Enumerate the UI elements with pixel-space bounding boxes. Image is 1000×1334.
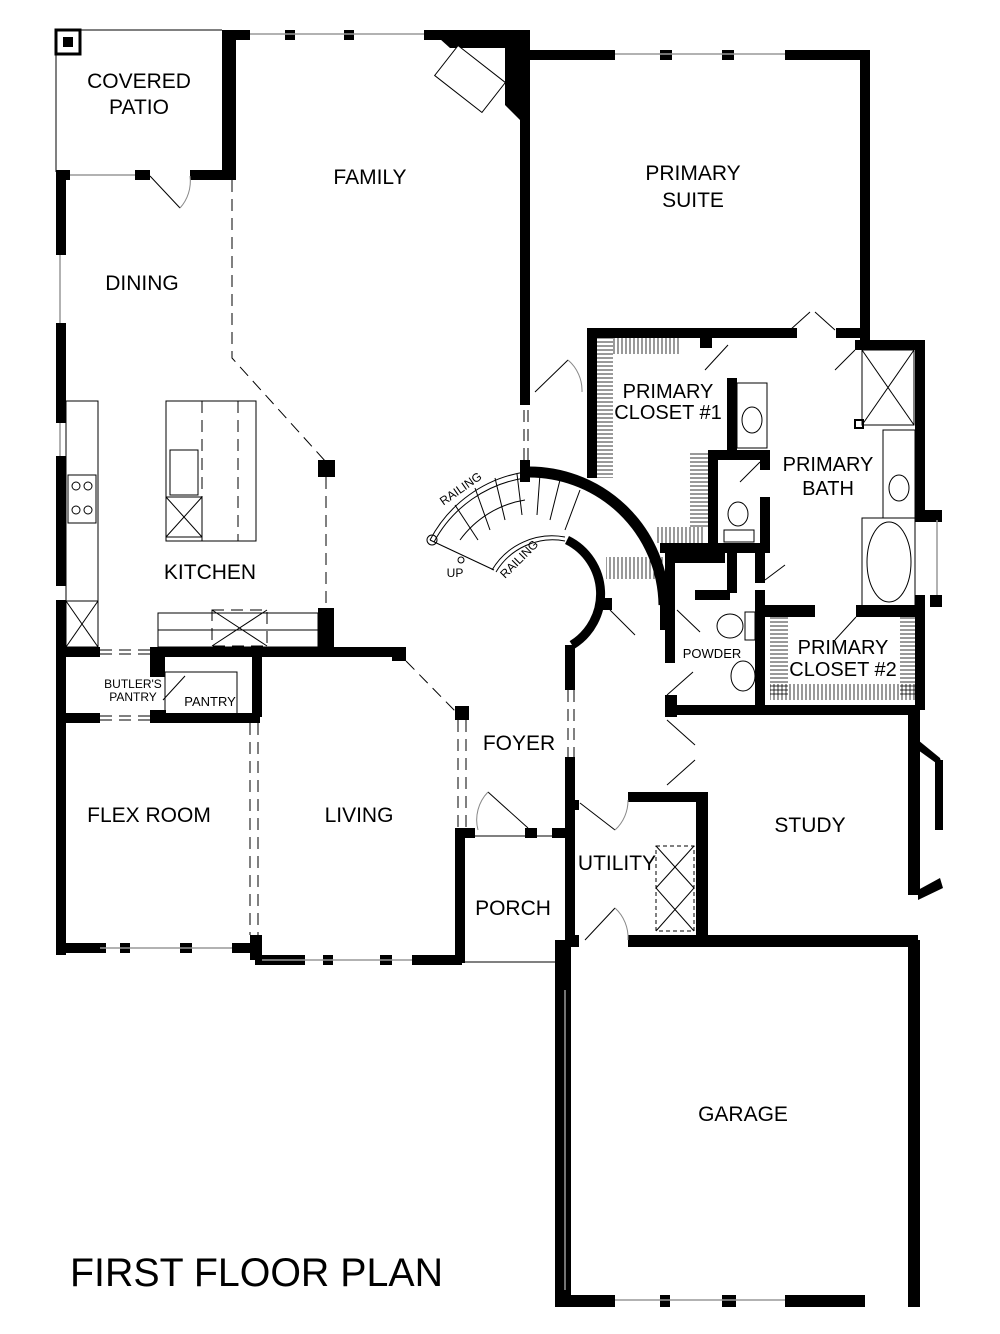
room-label-butlers-pantry: BUTLER'S <box>104 677 162 691</box>
svg-text:SUITE: SUITE <box>662 189 724 212</box>
fireplace-icon <box>430 30 520 120</box>
svg-text:PANTRY: PANTRY <box>109 690 157 704</box>
room-label-kitchen: KITCHEN <box>164 561 256 584</box>
room-label-utility: UTILITY <box>578 852 656 875</box>
staircase <box>426 471 581 573</box>
doors[interactable] <box>149 175 857 963</box>
dashed-boundaries <box>100 180 575 935</box>
room-label-pantry: PANTRY <box>184 694 236 709</box>
study-bay <box>917 740 943 900</box>
covered-patio-area <box>54 28 222 172</box>
room-label-powder: POWDER <box>683 646 742 661</box>
shower-icon <box>861 349 915 426</box>
svg-text:PATIO: PATIO <box>109 96 169 119</box>
svg-text:CLOSET #1: CLOSET #1 <box>614 402 721 424</box>
bath-fixtures <box>655 349 916 932</box>
closet-shelving <box>597 338 915 700</box>
svg-text:CLOSET #2: CLOSET #2 <box>789 659 896 681</box>
room-label-living: LIVING <box>325 804 394 827</box>
room-label-primary-closet-2: PRIMARY <box>798 637 889 659</box>
dishwasher-icon <box>165 496 203 538</box>
room-label-garage: GARAGE <box>698 1103 788 1126</box>
windows <box>59 33 938 1301</box>
room-label-foyer: FOYER <box>483 732 555 755</box>
sink-icon <box>888 474 910 502</box>
room-label-dining: DINING <box>105 272 179 295</box>
room-label-flex-room: FLEX ROOM <box>87 804 211 827</box>
svg-text:BATH: BATH <box>802 478 854 500</box>
room-label-study: STUDY <box>774 814 845 837</box>
stair-railing-outer-label: RAILING <box>437 469 484 508</box>
sink-icon <box>741 406 763 434</box>
room-label-primary-suite: PRIMARY <box>645 162 740 185</box>
toilet-icon <box>730 660 756 692</box>
room-label-covered-patio: COVERED <box>87 70 191 93</box>
stair-up-label: UP <box>447 566 464 580</box>
column-post-icon <box>54 28 82 56</box>
oven-icon <box>65 600 99 648</box>
plan-title: FIRST FLOOR PLAN <box>70 1251 443 1295</box>
room-label-porch: PORCH <box>475 897 551 920</box>
room-label-family: FAMILY <box>333 166 406 189</box>
sink-icon <box>716 613 744 639</box>
cooktop-icon <box>67 474 97 524</box>
bathtub-icon <box>861 517 916 607</box>
room-labels: COVERED PATIO FAMILY PRIMARY SUITE DININ… <box>70 70 897 1295</box>
kitchen-fixtures <box>65 400 319 715</box>
toilet-icon <box>727 501 749 527</box>
room-label-primary-closet-1: PRIMARY <box>623 381 714 403</box>
washer-dryer-icon <box>655 845 695 932</box>
sink-icon <box>169 449 199 496</box>
room-label-primary-bath: PRIMARY <box>783 454 874 476</box>
